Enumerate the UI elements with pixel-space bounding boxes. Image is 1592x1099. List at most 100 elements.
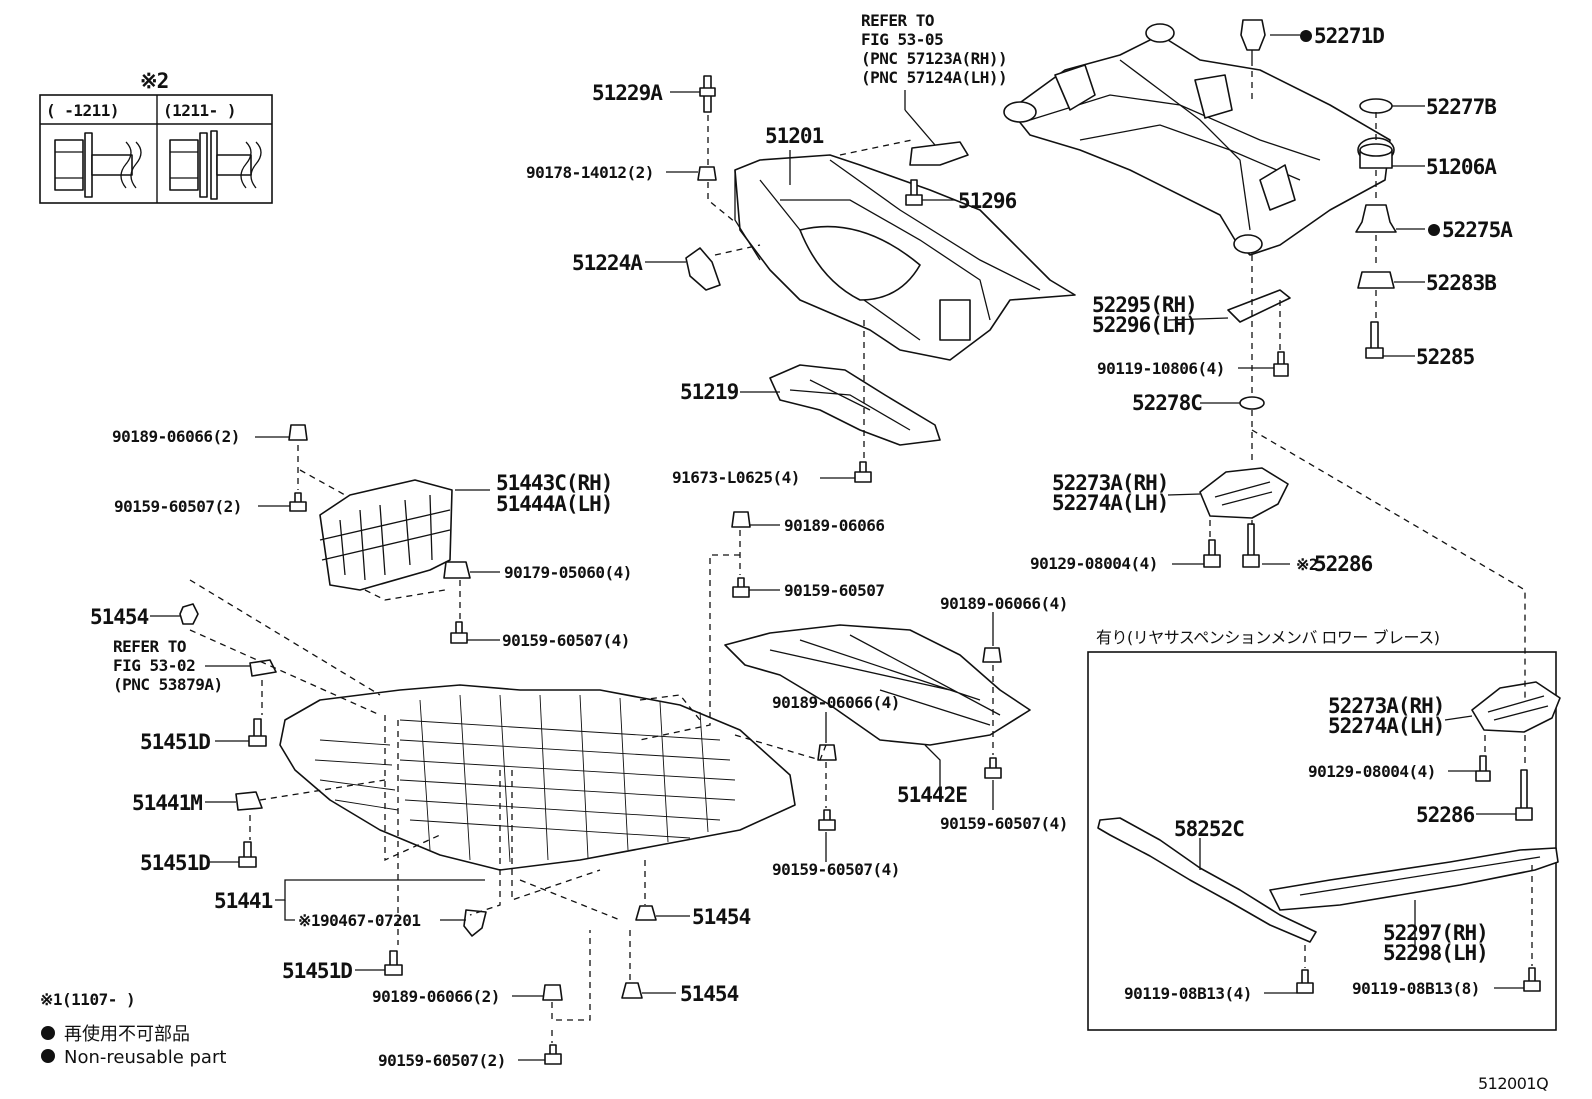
- mount-52271D-icon: [1240, 19, 1266, 51]
- clip-51454-c-icon: [621, 982, 643, 999]
- nut-90178-icon: [697, 166, 717, 181]
- svg-text:FIG 53-05: FIG 53-05: [861, 30, 943, 49]
- clip-51454-a-icon: [179, 603, 199, 625]
- svg-text:(PNC 53879A): (PNC 53879A): [113, 675, 223, 694]
- bolt-52285-icon: [1370, 321, 1379, 351]
- svg-text:REFER TO: REFER TO: [113, 637, 186, 656]
- legend-jp: 再使用不可部品: [64, 1024, 190, 1045]
- rear-suspension-member-drawing: [1003, 23, 1395, 256]
- clip-90189-mid-icon: [731, 511, 751, 528]
- label-52295: 52295(RH): [1092, 293, 1197, 317]
- label-51441: 51441: [214, 889, 273, 913]
- label-51451D-b: 51451D: [140, 851, 210, 875]
- stopper-52275A-icon: [1355, 204, 1397, 233]
- bolt-52286-b-icon: [1520, 769, 1528, 811]
- label-51442E: 51442E: [897, 783, 967, 807]
- label-90189-06066-2a: 90189-06066(2): [112, 427, 240, 446]
- refer-fig-53-02: REFER TO FIG 53-02 (PNC 53879A): [113, 637, 223, 694]
- brace-52297-icon: [1269, 847, 1559, 911]
- stopper-52283B-icon: [1357, 271, 1395, 289]
- label-90189-06066-a: 90189-06066: [784, 516, 884, 535]
- bracket-52295-icon: [1227, 289, 1291, 323]
- bolt-90119-08B13-8-icon: [1528, 967, 1536, 983]
- engine-under-cover-51441-drawing: [179, 511, 796, 1065]
- non-reusable-dot-icon: [41, 1026, 55, 1040]
- label-52286-mark: ※2: [1296, 555, 1318, 574]
- label-51441M: 51441M: [132, 791, 202, 815]
- bolt-90129-08004-icon: [1208, 539, 1216, 557]
- washer-52278C-icon: [1239, 396, 1265, 410]
- label-52274A-b: 52274A(LH): [1328, 714, 1444, 738]
- label-51229A: 51229A: [592, 81, 663, 105]
- svg-text:REFER TO: REFER TO: [861, 11, 934, 30]
- inset-col2-label: (1211- ): [163, 101, 236, 120]
- labels: REFER TO FIG 53-05 (PNC 57123A(RH)) (PNC…: [90, 11, 1514, 1070]
- label-90189-06066-4b: 90189-06066(4): [772, 693, 900, 712]
- label-90159-60507-a: 90159-60507: [784, 581, 884, 600]
- label-91673: 91673-L0625(4): [672, 468, 800, 487]
- label-51443C: 51443C(RH): [496, 471, 612, 495]
- clip-90467-icon: [463, 909, 487, 937]
- nut-53879A-icon: [249, 659, 277, 677]
- legend-en: Non-reusable part: [64, 1047, 226, 1068]
- label-51451D-c: 51451D: [282, 959, 352, 983]
- svg-text:(PNC 57124A(LH)): (PNC 57124A(LH)): [861, 68, 1007, 87]
- nut-90179-icon: [443, 561, 471, 579]
- figure-code: 512001Q: [1478, 1074, 1548, 1093]
- brace-52273A-b-icon: [1471, 681, 1561, 733]
- notes: ※1(1107- ) 再使用不可部品 Non-reusable part 512…: [40, 990, 1549, 1093]
- label-58252C: 58252C: [1174, 817, 1244, 841]
- bolt-52286-icon: [1247, 523, 1255, 557]
- bolt-type-new-icon: [169, 130, 262, 200]
- label-90178: 90178-14012(2): [526, 163, 654, 182]
- label-90119-08B13-4: 90119-08B13(4): [1124, 984, 1252, 1003]
- refer-fig-53-05: REFER TO FIG 53-05 (PNC 57123A(RH)) (PNC…: [861, 11, 1008, 87]
- label-51224A: 51224A: [572, 251, 643, 275]
- clip-51454-b-icon: [635, 905, 657, 921]
- brace-58252C-icon: [1097, 817, 1317, 943]
- label-90179: 90179-05060(4): [504, 563, 632, 582]
- label-52285: 52285: [1416, 345, 1475, 369]
- label-52274A: 52274A(LH): [1052, 491, 1168, 515]
- label-51201: 51201: [765, 124, 824, 148]
- label-52275A: 52275A: [1442, 218, 1513, 242]
- label-90129-08004: 90129-08004(4): [1030, 554, 1158, 573]
- label-51219: 51219: [680, 380, 739, 404]
- inset-table-mark: ※2: [140, 69, 168, 93]
- label-51454-c: 51454: [680, 982, 739, 1006]
- label-52298: 52298(LH): [1383, 941, 1488, 965]
- plate-51224A-icon: [685, 247, 721, 291]
- non-reusable-dot: [1428, 224, 1440, 236]
- bolt-90129-b-icon: [1479, 755, 1487, 773]
- clip-90189-bottom-icon: [542, 984, 563, 1001]
- under-cover-51442E-drawing: [724, 624, 1031, 831]
- label-52271D: 52271D: [1314, 24, 1384, 48]
- label-90189-06066-2b: 90189-06066(2): [372, 987, 500, 1006]
- label-52277B: 52277B: [1426, 95, 1496, 119]
- label-90159-60507-4c: 90159-60507(4): [772, 860, 900, 879]
- bolt-51451D-b-icon: [243, 841, 252, 859]
- right-column-parts: [1199, 19, 1397, 568]
- label-52283B: 52283B: [1426, 271, 1496, 295]
- label-51454-a: 51454: [90, 605, 149, 629]
- label-51444A: 51444A(LH): [496, 492, 612, 516]
- label-52297: 52297(RH): [1383, 921, 1488, 945]
- label-90119-08B13-8: 90119-08B13(8): [1352, 979, 1480, 998]
- label-52286-b: 52286: [1416, 803, 1475, 827]
- label-51296: 51296: [958, 189, 1017, 213]
- label-90119-10806: 90119-10806(4): [1097, 359, 1225, 378]
- clip-90189-4b-icon: [817, 744, 837, 761]
- label-51451D-a: 51451D: [140, 730, 210, 754]
- label-90159-60507-4a: 90159-60507(4): [502, 631, 630, 650]
- label-90159-60507-2b: 90159-60507(2): [378, 1051, 506, 1070]
- bolt-type-old-icon: [54, 132, 142, 198]
- bolt-51451D-a-icon: [253, 718, 262, 738]
- svg-text:FIG 53-02: FIG 53-02: [113, 656, 195, 675]
- clip-90189-icon: [288, 424, 308, 441]
- label-90467: ※190467-07201: [298, 911, 421, 930]
- non-reusable-dot-icon: [41, 1049, 55, 1063]
- plate-51219-icon: [769, 364, 941, 446]
- svg-text:(PNC 57123A(RH)): (PNC 57123A(RH)): [861, 49, 1007, 68]
- inset-table: ※2 ( -1211) (1211- ): [39, 69, 273, 204]
